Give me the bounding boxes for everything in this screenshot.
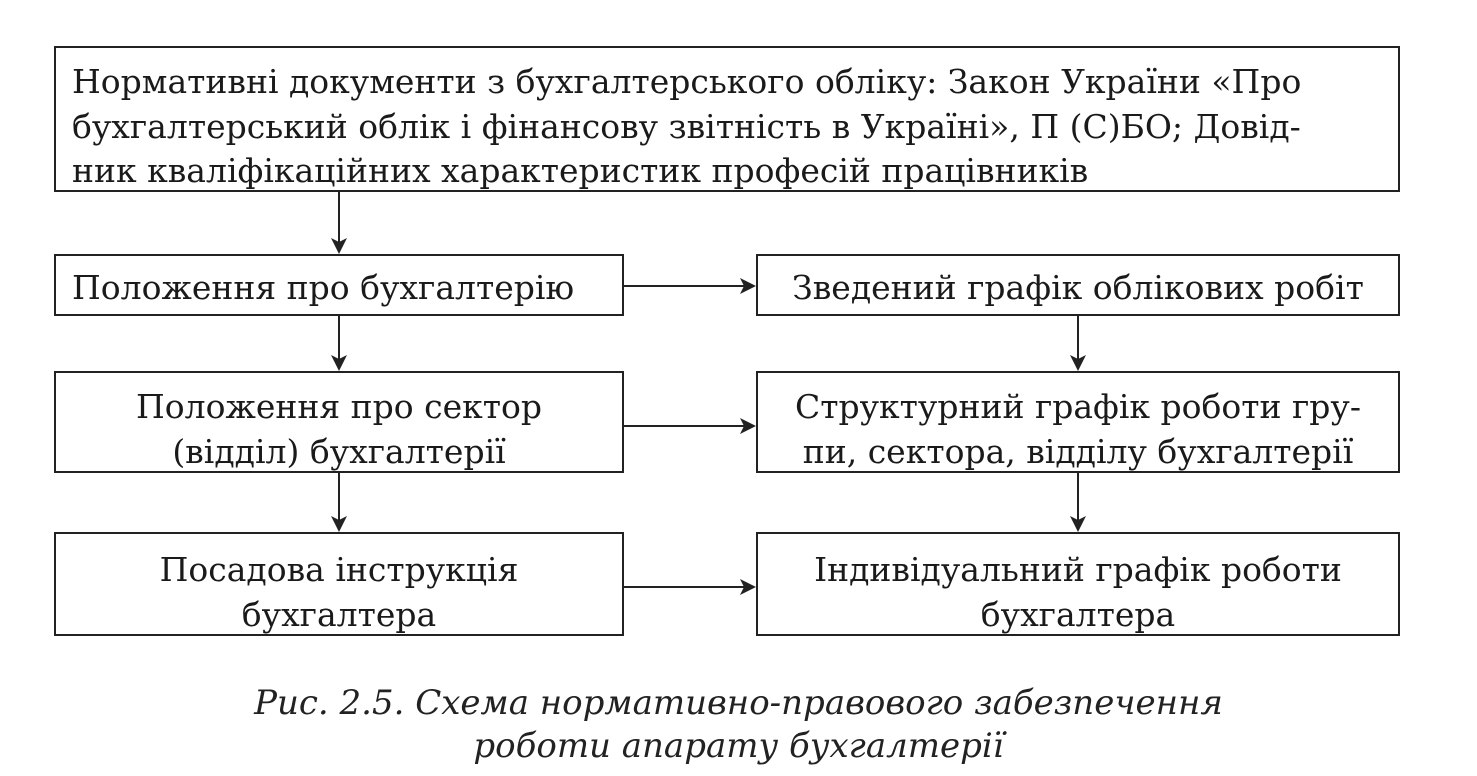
figure-caption-line-2: роботи апарату бухгалтерії bbox=[473, 725, 1004, 766]
box-accounting-regulation: Положення про бухгалтерію bbox=[54, 254, 624, 316]
box-job-description-line-1: Посадова інструкція bbox=[159, 550, 519, 589]
box-consolidated-schedule: Зведений графік облікових робіт bbox=[756, 254, 1400, 316]
box-normative-documents-line-3: ник кваліфікаційних характеристик профес… bbox=[72, 151, 1089, 191]
box-consolidated-schedule-line-1: Зведений графік облікових робіт bbox=[792, 268, 1364, 307]
figure-caption-line-1: Рис. 2.5. Схема нормативно-правового заб… bbox=[254, 683, 1223, 723]
box-sector-regulation-line-1: Положення про сектор bbox=[135, 387, 543, 426]
box-normative-documents-line-2: бухгалтерський облік і фінансову звітніс… bbox=[72, 106, 1301, 146]
box-individual-schedule-line-2: бухгалтера bbox=[980, 594, 1176, 634]
box-job-description-line-2: бухгалтера bbox=[241, 594, 437, 634]
box-sector-regulation: Положення про сектор (відділ) бухгалтері… bbox=[54, 371, 624, 473]
box-individual-schedule: Індивідуальний графік роботи бухгалтера bbox=[756, 532, 1400, 636]
box-structural-schedule-line-2: пи, сектора, відділу бухгалтерії bbox=[802, 431, 1354, 471]
figure-caption: Рис. 2.5. Схема нормативно-правового заб… bbox=[0, 682, 1477, 767]
box-structural-schedule-line-1: Структурний графік роботи гру- bbox=[795, 387, 1361, 426]
box-individual-schedule-line-1: Індивідуальний графік роботи bbox=[814, 550, 1342, 589]
box-job-description: Посадова інструкція бухгалтера bbox=[54, 532, 624, 636]
box-normative-documents-line-1: Нормативні документи з бухгалтерського о… bbox=[72, 62, 1302, 101]
box-accounting-regulation-line-1: Положення про бухгалтерію bbox=[72, 268, 575, 307]
box-sector-regulation-line-2: (відділ) бухгалтерії bbox=[172, 431, 506, 471]
box-structural-schedule: Структурний графік роботи гру- пи, секто… bbox=[756, 371, 1400, 473]
box-normative-documents: Нормативні документи з бухгалтерського о… bbox=[54, 46, 1400, 192]
